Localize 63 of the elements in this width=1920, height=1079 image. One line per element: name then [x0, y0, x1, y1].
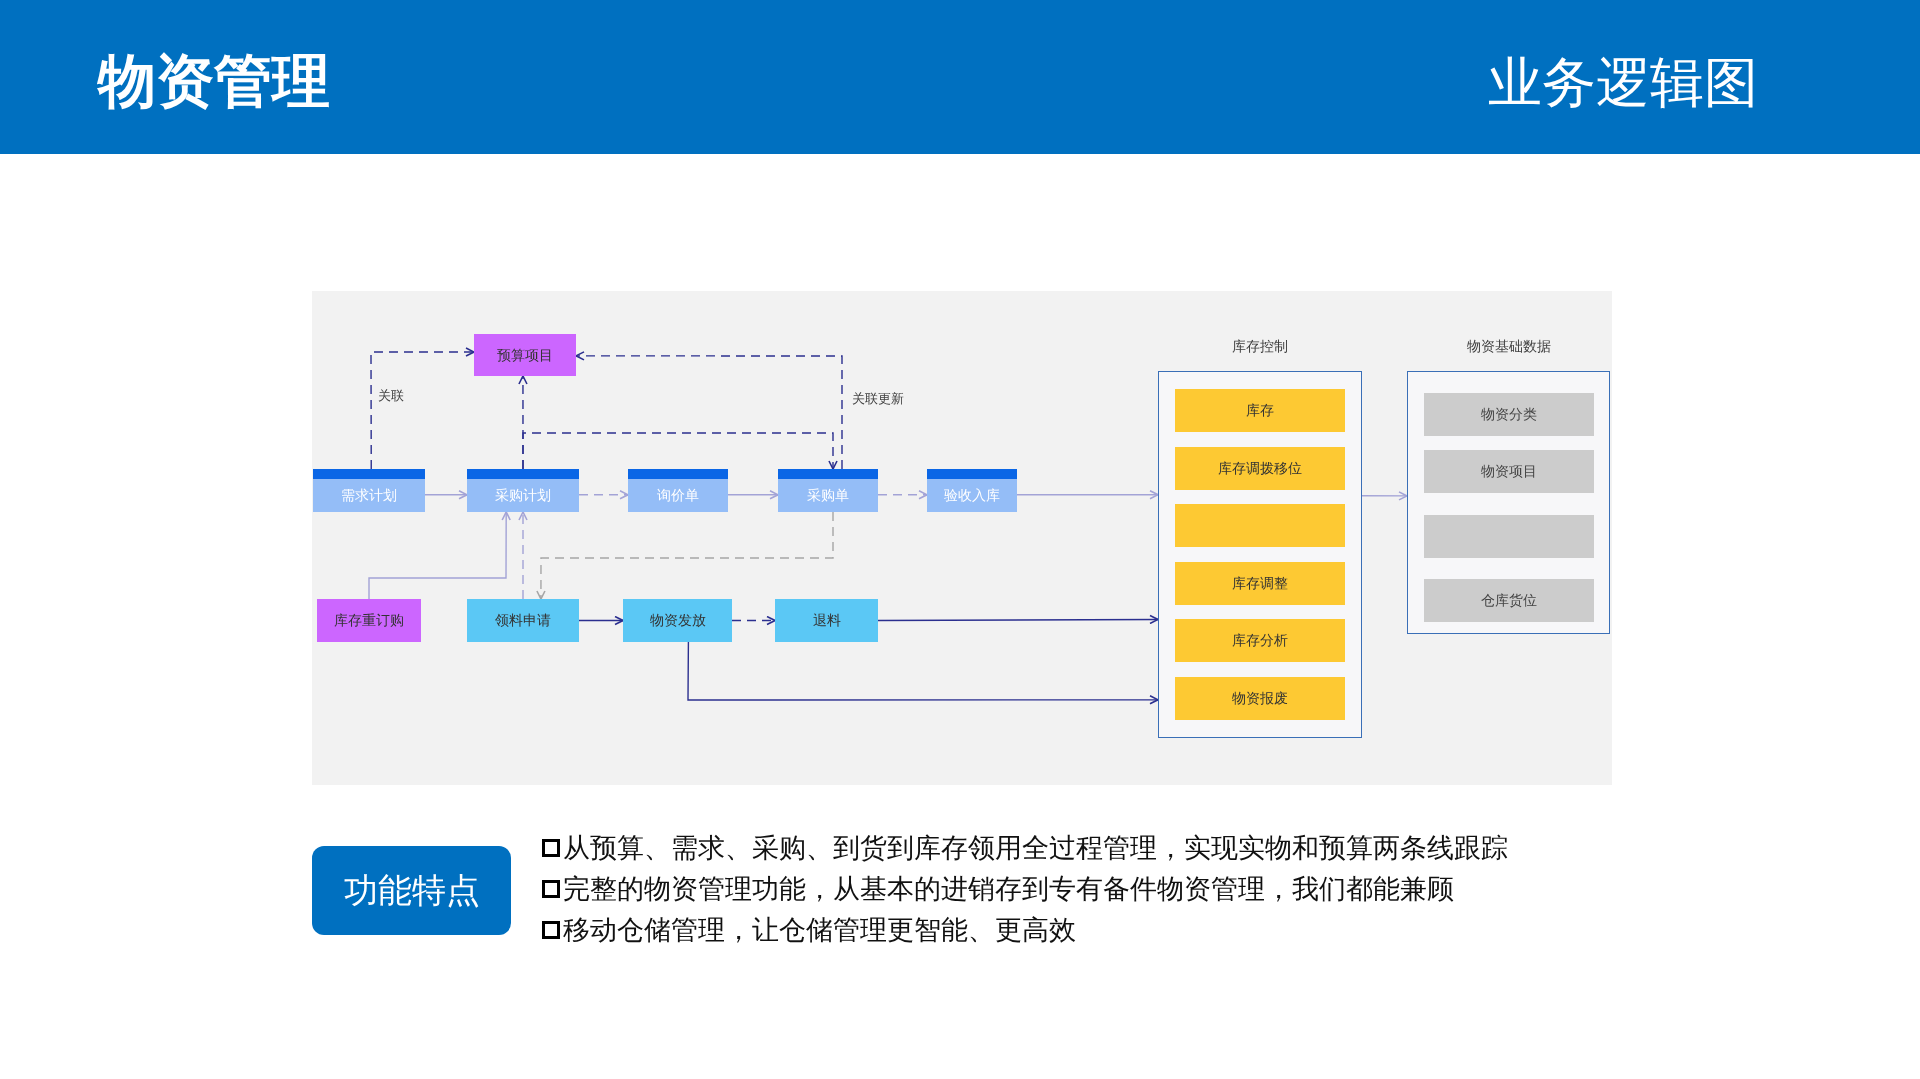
arrow — [877, 614, 1159, 625]
box-label: 物资项目 — [1481, 462, 1537, 481]
box-label: 物资分类 — [1481, 405, 1537, 424]
process-box — [775, 599, 878, 642]
arrow — [727, 490, 779, 500]
feature-text: 完整的物资管理功能，从基本的进销存到专有备件物资管理，我们都能兼顾 — [563, 873, 1454, 906]
box-label: 库存分析 — [1232, 631, 1288, 650]
box-label: 物资发放 — [649, 611, 706, 630]
process-box — [1424, 579, 1594, 622]
box-label: 领料申请 — [495, 611, 551, 630]
feature-text: 移动仓储管理，让仓储管理更智能、更高效 — [563, 914, 1076, 947]
box-label: 需求计划 — [341, 486, 397, 505]
box-label: 物资报废 — [1232, 689, 1288, 708]
box-label: 验收入库 — [944, 486, 1000, 505]
process-box — [1175, 677, 1345, 720]
group-heading: 物资基础数据 — [1465, 337, 1552, 356]
arrow — [575, 351, 843, 470]
arrow — [578, 615, 624, 626]
process-box — [628, 469, 728, 512]
box-label: 预算项目 — [497, 345, 553, 365]
process-box — [927, 469, 1017, 512]
arrow — [518, 511, 528, 600]
arrow — [368, 511, 511, 600]
feature-badge — [312, 846, 511, 935]
box-label: 库存 — [1246, 401, 1274, 420]
box-label: 库存调整 — [1232, 574, 1288, 593]
arrow — [1361, 491, 1408, 501]
process-box — [1175, 562, 1345, 605]
box-label: 采购计划 — [495, 486, 551, 505]
process-box — [778, 469, 878, 512]
empty-box — [1175, 504, 1345, 547]
arrow — [578, 490, 629, 500]
group-heading: 库存控制 — [1231, 337, 1289, 356]
process-box — [1424, 450, 1594, 493]
arrow — [536, 511, 834, 600]
process-box — [313, 469, 425, 512]
empty-box — [1424, 515, 1594, 558]
box-label: 退料 — [812, 611, 841, 630]
box-label: 库存调拨移位 — [1218, 459, 1302, 478]
arrow — [731, 615, 776, 626]
page-title: 物资管理 — [98, 46, 330, 117]
box-label: 功能特点 — [343, 870, 480, 911]
arrow — [424, 490, 468, 500]
process-box — [467, 469, 579, 512]
box-label: 采购单 — [807, 486, 849, 505]
process-box — [1175, 619, 1345, 662]
arrow — [877, 490, 928, 500]
arrow — [687, 641, 1159, 705]
feature-text: 从预算、需求、采购、到货到库存领用全过程管理，实现实物和预算两条线跟踪 — [563, 832, 1508, 865]
box-label: 库存重订购 — [334, 611, 404, 630]
box-label: 询价单 — [657, 486, 699, 505]
process-box — [317, 599, 421, 642]
process-box — [1175, 447, 1345, 490]
process-box — [474, 334, 576, 376]
process-box — [1424, 393, 1594, 436]
process-box — [623, 599, 732, 642]
box-label: 仓库货位 — [1481, 591, 1537, 610]
page-subtitle: 业务逻辑图 — [1488, 50, 1758, 116]
arrow — [1016, 489, 1159, 500]
process-box — [1175, 389, 1345, 432]
arrow — [370, 347, 475, 470]
arrow — [522, 432, 838, 470]
process-box — [467, 599, 579, 642]
